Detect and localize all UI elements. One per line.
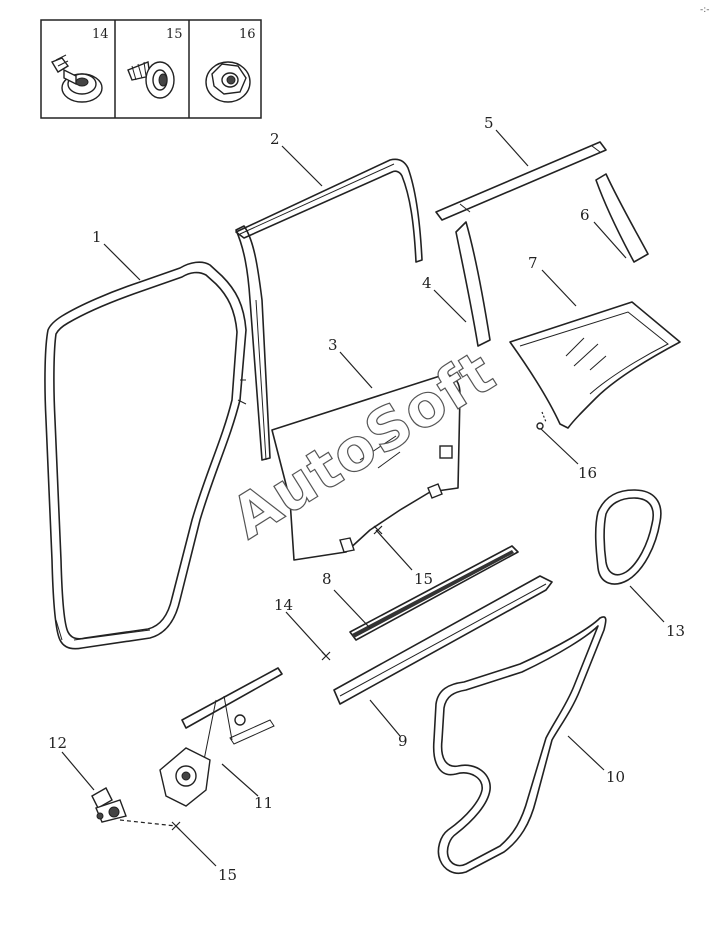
part-6-corner-trim bbox=[595, 173, 649, 263]
part-12-regulator-motor bbox=[91, 787, 127, 823]
callout-2: 2 bbox=[270, 130, 280, 148]
flange-nut-icon bbox=[205, 61, 251, 103]
leader-lines bbox=[61, 129, 665, 867]
part-2-glass-run-channel bbox=[235, 158, 423, 461]
fastener-legend: 14 15 16 bbox=[40, 19, 262, 119]
callout-7: 7 bbox=[528, 254, 538, 272]
callout-1: 1 bbox=[92, 228, 102, 246]
part-11-window-regulator bbox=[159, 667, 283, 807]
callout-4: 4 bbox=[422, 274, 432, 292]
callout-14: 14 bbox=[274, 596, 293, 614]
corner-mark: -:- bbox=[700, 5, 710, 15]
callout-8: 8 bbox=[322, 570, 332, 588]
part-5-belt-moulding bbox=[435, 141, 607, 221]
legend-number-15: 15 bbox=[166, 27, 183, 42]
part-9-outer-belt-strip bbox=[333, 575, 553, 705]
callout-16: 16 bbox=[578, 464, 597, 482]
watermark: AutoSoft bbox=[219, 337, 506, 552]
part-4-pillar-trim bbox=[455, 221, 491, 347]
part-8-inner-belt-weatherstrip bbox=[349, 545, 519, 641]
part-1-door-seal bbox=[44, 261, 247, 650]
screw-with-washer-icon bbox=[127, 61, 175, 99]
callout-12: 12 bbox=[48, 734, 67, 752]
callout-11: 11 bbox=[254, 794, 273, 812]
callout-10: 10 bbox=[606, 768, 625, 786]
part-7-quarter-glass bbox=[509, 301, 681, 429]
callout-5: 5 bbox=[484, 114, 494, 132]
callout-15-motor: 15 bbox=[218, 866, 237, 884]
push-clip-icon bbox=[50, 54, 103, 103]
legend-number-16: 16 bbox=[239, 27, 256, 42]
part-10-door-opening-seal bbox=[432, 616, 607, 875]
part-13-grommet-seal bbox=[594, 489, 662, 585]
callout-13: 13 bbox=[666, 622, 685, 640]
part-3-door-glass bbox=[271, 374, 461, 561]
legend-number-14: 14 bbox=[92, 27, 109, 42]
callout-15-glass: 15 bbox=[414, 570, 433, 588]
callout-6: 6 bbox=[580, 206, 590, 224]
callout-9: 9 bbox=[398, 732, 408, 750]
callout-3: 3 bbox=[328, 336, 338, 354]
callout-numbers: 1 2 3 4 5 6 7 8 9 10 11 12 13 14 15 15 1… bbox=[48, 114, 685, 884]
